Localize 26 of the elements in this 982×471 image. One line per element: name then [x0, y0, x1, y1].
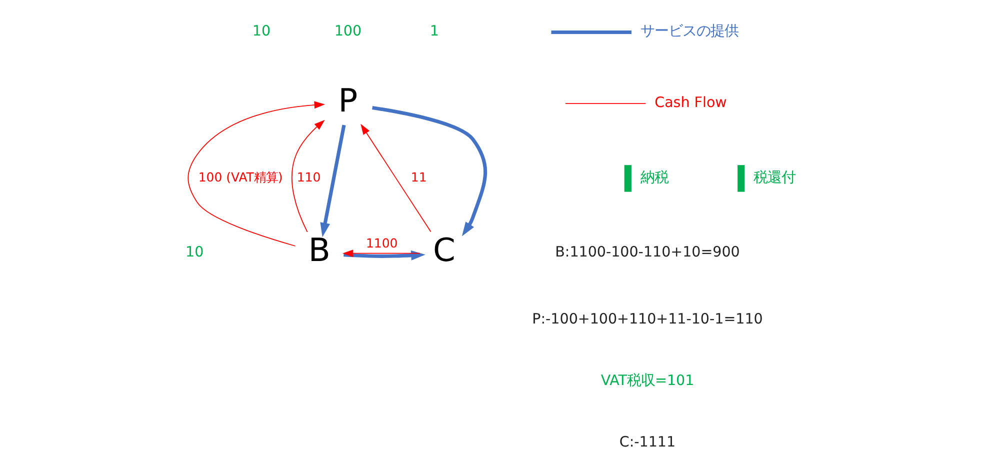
- edge-label: 100 (VAT精算): [198, 170, 282, 185]
- arrow: [360, 124, 431, 232]
- node-text: B: [308, 231, 330, 270]
- legend-label: 税還付: [753, 170, 796, 186]
- label: 100: [334, 24, 362, 40]
- label: 10: [252, 24, 270, 40]
- label: P:-100+100+110+11-10-1=110: [532, 312, 762, 328]
- node-text: C: [432, 231, 455, 270]
- legend-label: Cash Flow: [654, 94, 726, 111]
- arrow: [291, 120, 324, 232]
- edge-label: 110: [296, 170, 320, 185]
- arrow: [343, 250, 425, 260]
- edge-label: 11: [410, 170, 426, 185]
- label: VAT税収=101: [600, 373, 694, 390]
- label: 10: [185, 244, 204, 261]
- legend-label: 納税: [640, 170, 668, 186]
- label: B:1100-100-110+10=900: [554, 244, 740, 261]
- legend-label: サービスの提供: [640, 24, 738, 40]
- edge-label: 1100: [365, 235, 398, 250]
- label: C:-1111: [618, 434, 676, 451]
- node-text: P: [338, 81, 358, 120]
- label: 1: [429, 24, 438, 40]
- arrow: [342, 250, 420, 258]
- arrow: [320, 124, 346, 238]
- arrow: [187, 101, 325, 246]
- arrow: [372, 106, 487, 236]
